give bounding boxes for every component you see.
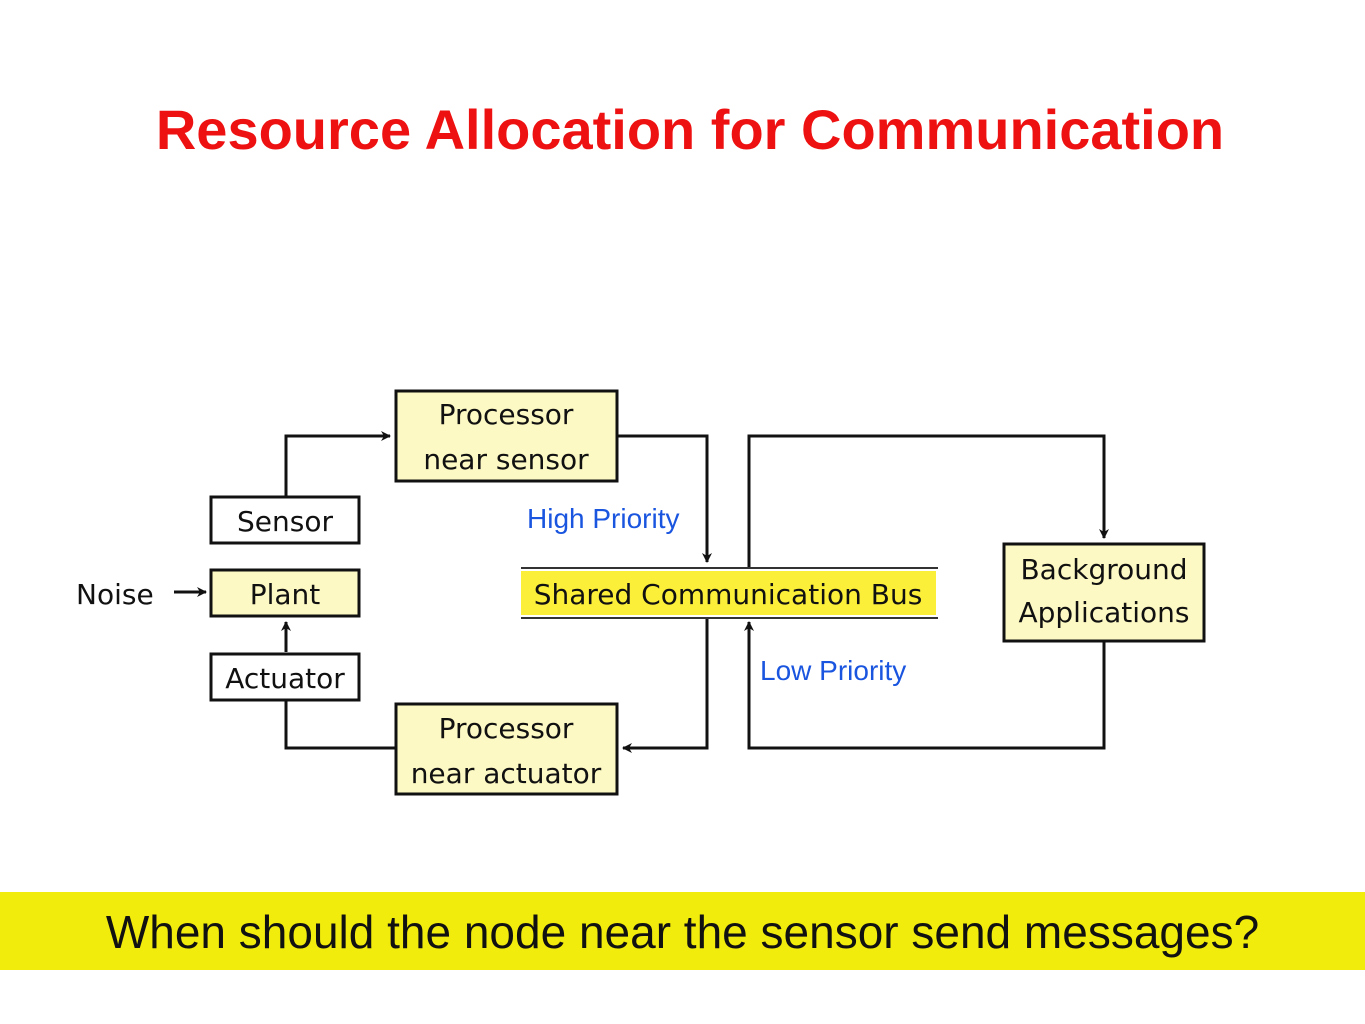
sensor-box: Sensor	[209, 495, 361, 545]
plant-label: Plant	[250, 578, 321, 611]
plant-box: Plant	[209, 568, 361, 618]
sensor-label: Sensor	[237, 505, 333, 538]
arrow-processor-to-bus	[617, 434, 712, 563]
connectors	[174, 431, 1109, 753]
slide-title: Resource Allocation for Communication	[155, 98, 1225, 161]
question-text: When should the node near the sensor sen…	[105, 906, 1260, 958]
line-processor-to-actuator	[284, 700, 396, 750]
processor-near-sensor-line2: near sensor	[423, 443, 589, 476]
processor-near-actuator-line2: near actuator	[411, 757, 602, 790]
arrow-sensor-to-processor	[284, 431, 391, 496]
processor-near-sensor-box: Processor near sensor	[394, 389, 619, 483]
question-banner: When should the node near the sensor sen…	[0, 892, 1365, 970]
shared-bus: Shared Communication Bus	[521, 567, 938, 619]
processor-near-actuator-line1: Processor	[439, 712, 574, 745]
arrow-bus-to-processor-actuator	[622, 618, 709, 753]
processor-near-actuator-box: Processor near actuator	[394, 702, 619, 796]
noise-label: Noise	[76, 578, 154, 611]
background-applications-line1: Background	[1020, 553, 1187, 586]
actuator-box: Actuator	[209, 652, 361, 702]
background-applications-box: Background Applications	[1002, 542, 1206, 643]
background-applications-line2: Applications	[1018, 596, 1189, 629]
arrow-background-to-bus	[744, 621, 1106, 750]
high-priority-label: High Priority	[527, 503, 679, 534]
processor-near-sensor-line1: Processor	[439, 398, 574, 431]
low-priority-label: Low Priority	[760, 655, 906, 686]
actuator-label: Actuator	[225, 662, 345, 695]
arrow-bus-to-background	[747, 434, 1109, 568]
shared-bus-label: Shared Communication Bus	[534, 578, 923, 611]
